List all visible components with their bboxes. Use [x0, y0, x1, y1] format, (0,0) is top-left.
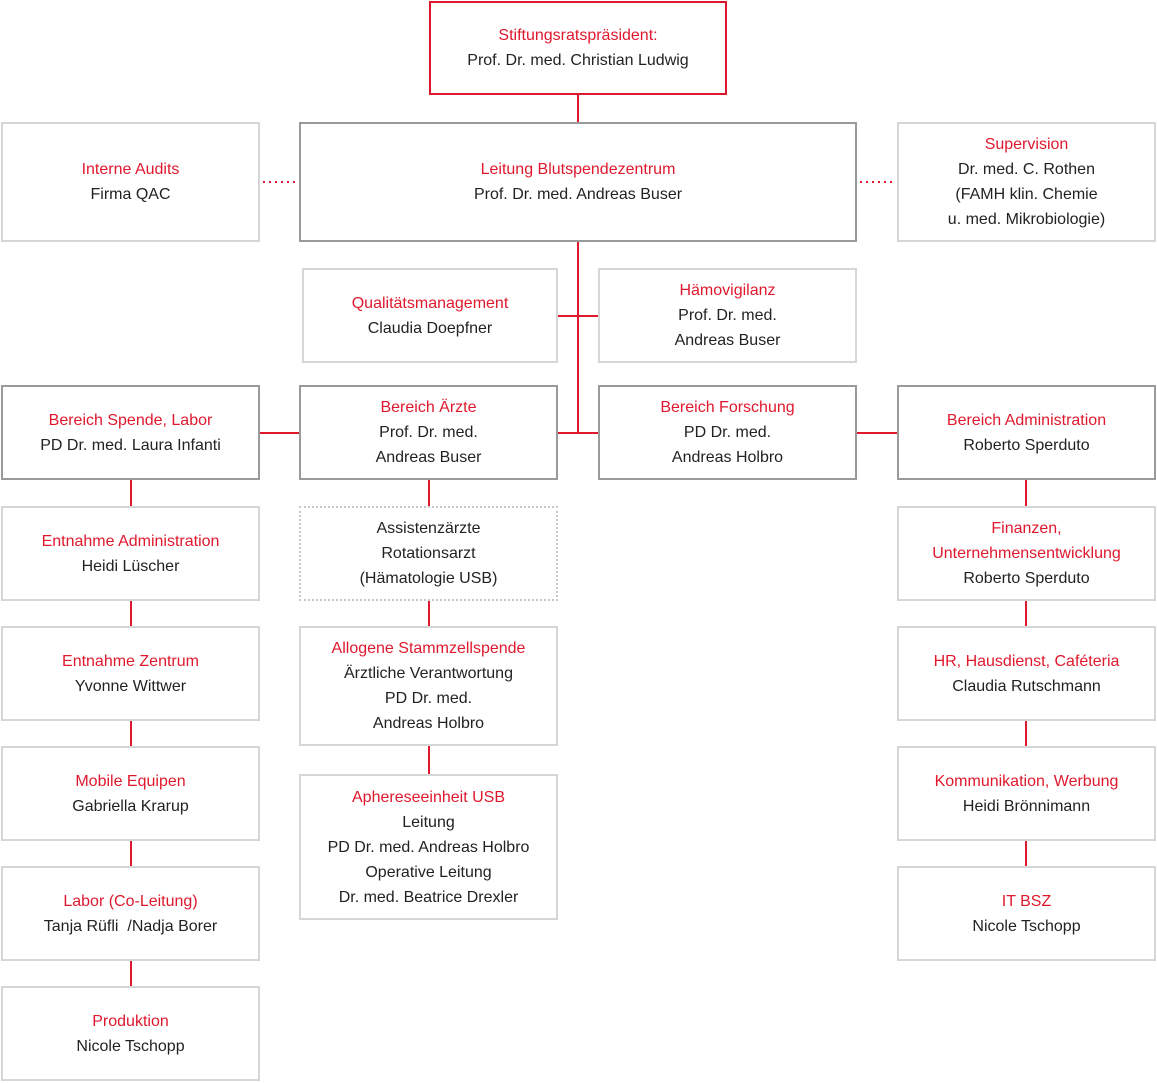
box-text: Prof. Dr. med. Christian Ludwig — [467, 52, 689, 69]
box-text: Dr. med. Beatrice Drexler — [338, 888, 519, 906]
box-allogene-stammzellspende: Allogene Stammzellspende Ärztliche Veran… — [299, 626, 558, 746]
box-title: Entnahme Administration — [41, 532, 220, 550]
box-title: Hämovigilanz — [679, 282, 776, 299]
box-text: Andreas Buser — [375, 449, 482, 466]
box-kommunikation: Kommunikation, Werbung Heidi Brönnimann — [897, 746, 1156, 841]
box-text: Andreas Buser — [674, 332, 781, 349]
box-supervision: Supervision Dr. med. C. Rothen (FAMH kli… — [897, 122, 1156, 242]
box-labor: Labor (Co-Leitung) Tanja Rüfli /Nadja Bo… — [1, 866, 260, 961]
box-text: PD Dr. med. Laura Infanti — [40, 436, 221, 454]
box-text: Firma QAC — [90, 186, 171, 203]
box-finanzen: Finanzen, Unternehmensentwicklung Robert… — [897, 506, 1156, 601]
box-text: Claudia Doepfner — [367, 319, 493, 337]
box-title: Interne Audits — [81, 161, 180, 178]
box-title: Stiftungsratspräsident: — [498, 27, 658, 44]
box-text: Prof. Dr. med. — [379, 424, 478, 441]
box-text: Prof. Dr. med. Andreas Buser — [473, 186, 683, 203]
box-text: Roberto Sperduto — [963, 570, 1090, 587]
box-text: Andreas Holbro — [671, 449, 784, 466]
box-title: Bereich Spende, Labor — [48, 411, 213, 429]
box-title: Bereich Ärzte — [380, 399, 477, 416]
box-title: Finanzen, — [991, 520, 1062, 537]
box-title: Mobile Equipen — [75, 772, 186, 790]
box-text: Dr. med. C. Rothen — [958, 161, 1095, 178]
box-haemovigilanz: Hämovigilanz Prof. Dr. med. Andreas Buse… — [598, 268, 857, 363]
box-text: Ärztliche Verantwortung — [344, 665, 513, 682]
box-bereich-aerzte: Bereich Ärzte Prof. Dr. med. Andreas Bus… — [299, 385, 558, 480]
box-title: Leitung Blutspendezentrum — [480, 161, 676, 178]
box-leitung: Leitung Blutspendezentrum Prof. Dr. med.… — [299, 122, 857, 242]
box-president: Stiftungsratspräsident: Prof. Dr. med. C… — [429, 1, 727, 95]
box-text: PD Dr. med. — [384, 690, 473, 707]
box-text: (FAMH klin. Chemie — [955, 186, 1098, 203]
box-title: IT BSZ — [1001, 892, 1052, 910]
box-bereich-spende: Bereich Spende, Labor PD Dr. med. Laura … — [1, 385, 260, 480]
box-title: Aphereseeinheit USB — [352, 788, 505, 806]
box-text: PD Dr. med. — [683, 424, 772, 441]
box-title: Bereich Administration — [946, 411, 1107, 429]
box-aphereseeinheit: Aphereseeinheit USB Leitung PD Dr. med. … — [299, 774, 558, 920]
box-text: (Hämatologie USB) — [359, 570, 498, 587]
box-text: Nicole Tschopp — [972, 917, 1081, 935]
box-entnahme-zentrum: Entnahme Zentrum Yvonne Wittwer — [1, 626, 260, 721]
box-text: Heidi Lüscher — [81, 557, 180, 575]
box-mobile-equipen: Mobile Equipen Gabriella Krarup — [1, 746, 260, 841]
box-text: Operative Leitung — [365, 863, 492, 881]
box-title-2: Unternehmensentwicklung — [932, 545, 1121, 562]
box-title: Entnahme Zentrum — [62, 652, 199, 670]
box-title: Bereich Forschung — [660, 399, 795, 416]
box-title: Kommunikation, Werbung — [934, 772, 1119, 790]
box-title: HR, Hausdienst, Caféteria — [933, 652, 1120, 670]
box-entnahme-administration: Entnahme Administration Heidi Lüscher — [1, 506, 260, 601]
box-produktion: Produktion Nicole Tschopp — [1, 986, 260, 1081]
box-text: PD Dr. med. Andreas Holbro — [327, 838, 530, 856]
box-assistenzaerzte: Assistenzärzte Rotationsarzt (Hämatologi… — [299, 506, 558, 601]
box-text: u. med. Mikrobiologie) — [947, 211, 1106, 228]
box-it-bsz: IT BSZ Nicole Tschopp — [897, 866, 1156, 961]
box-title: Qualitätsmanagement — [351, 294, 509, 312]
box-title: Allogene Stammzellspende — [331, 640, 526, 657]
box-text: Andreas Holbro — [372, 715, 485, 732]
box-qualitaetsmanagement: Qualitätsmanagement Claudia Doepfner — [302, 268, 558, 363]
box-hr: HR, Hausdienst, Caféteria Claudia Rutsch… — [897, 626, 1156, 721]
box-text: Heidi Brönnimann — [962, 797, 1091, 815]
box-text: Assistenzärzte — [376, 520, 481, 537]
box-text: Nicole Tschopp — [76, 1037, 185, 1055]
box-text: Yvonne Wittwer — [74, 677, 187, 695]
box-text: Roberto Sperduto — [963, 436, 1090, 454]
box-text: Leitung — [402, 813, 455, 831]
box-bereich-forschung: Bereich Forschung PD Dr. med. Andreas Ho… — [598, 385, 857, 480]
box-text: Tanja Rüfli /Nadja Borer — [43, 917, 218, 935]
box-title: Labor (Co-Leitung) — [63, 892, 198, 910]
box-text: Prof. Dr. med. — [678, 307, 777, 324]
box-text: Gabriella Krarup — [72, 797, 189, 815]
box-internal-audits: Interne Audits Firma QAC — [1, 122, 260, 242]
box-text: Claudia Rutschmann — [952, 677, 1101, 695]
box-title: Supervision — [984, 136, 1069, 153]
box-text: Rotationsarzt — [381, 545, 476, 562]
box-title: Produktion — [92, 1012, 169, 1030]
box-bereich-administration: Bereich Administration Roberto Sperduto — [897, 385, 1156, 480]
